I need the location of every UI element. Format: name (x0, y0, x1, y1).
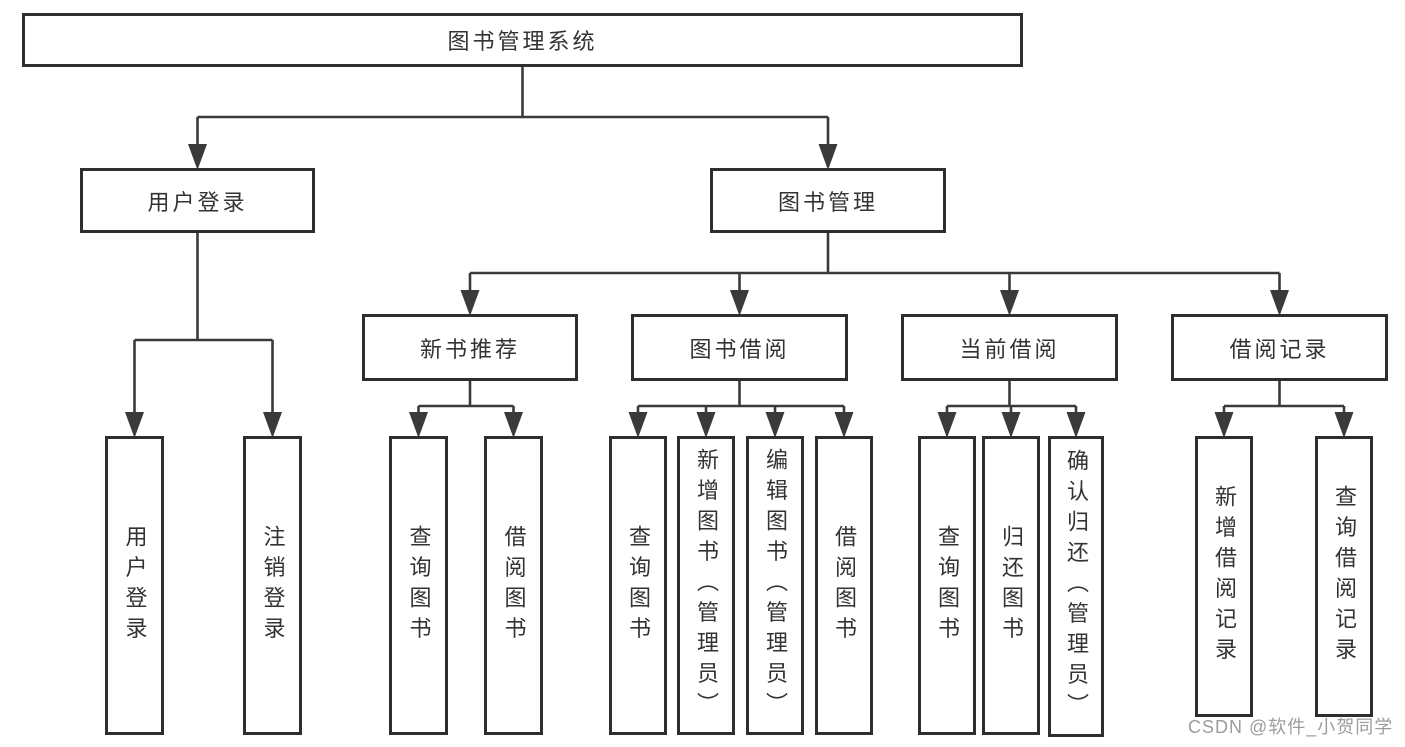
node-nbr-borrow-books: 借阅图书 (484, 436, 543, 735)
arrowhead-icon (818, 144, 838, 170)
node-bb-borrow-books: 借阅图书 (815, 436, 873, 735)
node-label: 归还图书 (999, 524, 1024, 647)
node-label: 编辑图书（管理员） (763, 448, 788, 723)
node-label: 注销登录 (260, 524, 286, 647)
arrowhead-icon (460, 290, 480, 316)
node-br-query-record: 查询借阅记录 (1315, 436, 1373, 717)
node-label: 确认归还（管理员） (1064, 449, 1089, 724)
node-user-login: 用户登录 (80, 168, 315, 233)
node-br-add-record: 新增借阅记录 (1195, 436, 1253, 717)
arrowhead-icon (765, 412, 785, 438)
node-label: 查询图书 (935, 524, 960, 647)
node-new-book-rec: 新书推荐 (362, 314, 578, 381)
node-current-borrow: 当前借阅 (901, 314, 1118, 381)
node-label: 借阅图书 (832, 524, 857, 647)
node-bb-query-books: 查询图书 (609, 436, 667, 735)
node-label: 新增借阅记录 (1212, 485, 1237, 668)
node-label: 当前借阅 (959, 336, 1060, 362)
arrowhead-icon (409, 412, 428, 438)
node-nbr-query-books: 查询图书 (389, 436, 448, 735)
node-label: 查询借阅记录 (1332, 485, 1357, 668)
arrowhead-icon (125, 412, 144, 438)
node-label: 借阅记录 (1229, 336, 1330, 362)
arrowhead-icon (1214, 412, 1234, 438)
arrowhead-icon (696, 412, 716, 438)
arrowhead-icon (1001, 412, 1021, 438)
node-label: 用户登录 (122, 524, 148, 647)
arrowhead-icon (1270, 290, 1289, 316)
node-login: 用户登录 (105, 436, 164, 735)
arrowhead-icon (730, 290, 749, 316)
node-cb-return-books: 归还图书 (982, 436, 1040, 735)
node-borrow-record: 借阅记录 (1171, 314, 1388, 381)
arrowhead-icon (504, 412, 523, 438)
arrowhead-icon (628, 412, 648, 438)
node-label: 图书借阅 (689, 336, 790, 362)
node-label: 图书管理系统 (447, 29, 598, 54)
arrowhead-icon (1066, 412, 1086, 438)
arrowhead-icon (1000, 290, 1019, 316)
arrowhead-icon (188, 144, 207, 170)
arrowhead-icon (1334, 412, 1354, 438)
node-label: 借阅图书 (501, 524, 527, 647)
node-cb-confirm-return: 确认归还（管理员） (1048, 436, 1104, 737)
node-bb-add-books: 新增图书（管理员） (677, 436, 735, 735)
watermark: CSDN @软件_小贺同学 (1188, 717, 1394, 737)
node-label: 图书管理 (777, 189, 878, 215)
node-label: 查询图书 (626, 524, 651, 647)
arrowhead-icon (937, 412, 957, 438)
node-bb-edit-books: 编辑图书（管理员） (746, 436, 804, 735)
node-book-mgmt: 图书管理 (710, 168, 946, 233)
node-logout: 注销登录 (243, 436, 302, 735)
arrowhead-icon (834, 412, 854, 438)
node-label: 新增图书（管理员） (694, 448, 719, 723)
node-label: 用户登录 (147, 189, 248, 215)
node-cb-query-books: 查询图书 (918, 436, 976, 735)
node-root: 图书管理系统 (22, 13, 1023, 67)
node-label: 查询图书 (406, 524, 432, 647)
node-label: 新书推荐 (419, 336, 520, 362)
node-book-borrow: 图书借阅 (631, 314, 848, 381)
arrowhead-icon (263, 412, 282, 438)
